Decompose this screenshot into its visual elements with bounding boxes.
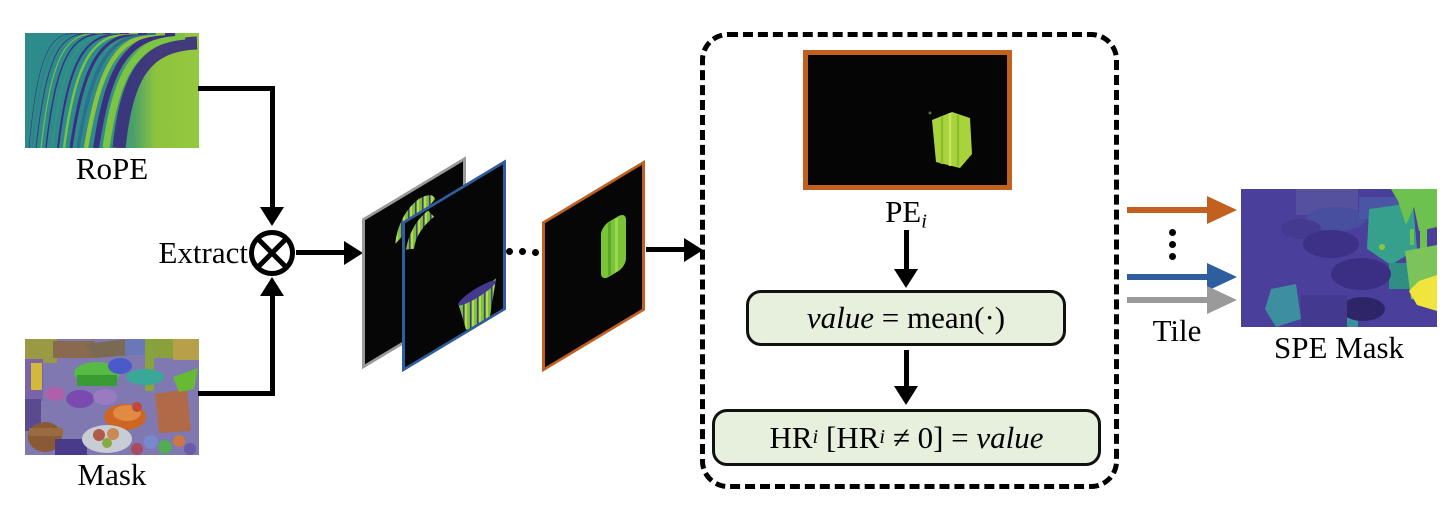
- spe-mask-label: SPE Mask: [1273, 330, 1405, 365]
- pe-label: PEi: [836, 194, 976, 233]
- hr-formula-sub1: i: [812, 426, 819, 448]
- tile-label: Tile: [1152, 313, 1202, 348]
- feature-map-blue-blob-top: [406, 210, 434, 250]
- arrow-mask-vsegment: [270, 296, 275, 396]
- hr-formula-neq: ≠ 0] =: [885, 419, 977, 455]
- arrow-multiply-head: [344, 241, 363, 265]
- tile-ellipsis-dot: [1169, 229, 1176, 236]
- arrow-stack-line: [646, 247, 684, 252]
- arrow-mean-line: [904, 350, 909, 386]
- stack-ellipsis-dot: [519, 248, 526, 255]
- spe-mask-image-graphic: [1241, 189, 1437, 327]
- rope-image-graphic: [25, 33, 199, 148]
- arrow-mean-head: [894, 386, 918, 405]
- stack-ellipsis-dot: [532, 249, 539, 256]
- arrow-pe-head: [894, 269, 918, 288]
- hr-formula-hr2: HR: [836, 419, 880, 455]
- arrow-stack-head: [684, 238, 703, 262]
- tile-ellipsis-dot: [1169, 253, 1176, 260]
- mask-label: Mask: [77, 457, 147, 492]
- tile-ellipsis-dot: [1169, 241, 1176, 248]
- rope-label: RoPE: [75, 151, 149, 186]
- arrow-mask-head: [260, 277, 284, 296]
- pe-label-base: PE: [885, 194, 922, 229]
- tile-arrow-gray-head: [1207, 286, 1237, 314]
- tile-arrow-blue-line: [1127, 274, 1207, 280]
- arrow-rope-head: [260, 207, 284, 226]
- arrow-mask-hsegment: [198, 391, 275, 396]
- feature-map-blue: [402, 159, 506, 372]
- spe-mask-image: [1241, 189, 1437, 327]
- mean-formula-rest: = mean(·): [874, 300, 1006, 335]
- mean-formula-box: value = mean(·): [746, 290, 1066, 346]
- arrow-rope-vsegment: [270, 86, 275, 208]
- circled-times-icon: [249, 230, 295, 276]
- hr-formula-sub2: i: [879, 426, 886, 448]
- tile-arrow-gray-line: [1127, 297, 1207, 303]
- mask-image: [25, 339, 199, 455]
- tile-arrow-orange-head: [1207, 196, 1237, 224]
- arrow-pe-line: [904, 230, 909, 270]
- tile-arrow-orange-line: [1127, 207, 1207, 213]
- arrow-multiply-line: [296, 250, 344, 255]
- pe-image-blob: [928, 111, 972, 168]
- hr-formula-bracket: [: [818, 419, 837, 455]
- feature-map-blue-blob-bottom: [458, 278, 496, 330]
- stack-ellipsis-dot: [506, 248, 513, 255]
- rope-image: [25, 33, 199, 148]
- feature-map-orange-blob: [601, 215, 626, 279]
- pe-image: [803, 50, 1012, 190]
- hr-formula-value: value: [976, 419, 1044, 455]
- feature-map-orange: [542, 160, 645, 372]
- arrow-rope-hsegment: [198, 86, 275, 91]
- hr-formula-hr1: HR: [769, 419, 813, 455]
- pe-label-subscript: i: [921, 210, 927, 233]
- mean-formula-value: value: [806, 300, 875, 335]
- module-dashed-box: [700, 32, 1119, 489]
- extract-label: Extract: [158, 235, 248, 270]
- mask-image-graphic: [25, 339, 199, 455]
